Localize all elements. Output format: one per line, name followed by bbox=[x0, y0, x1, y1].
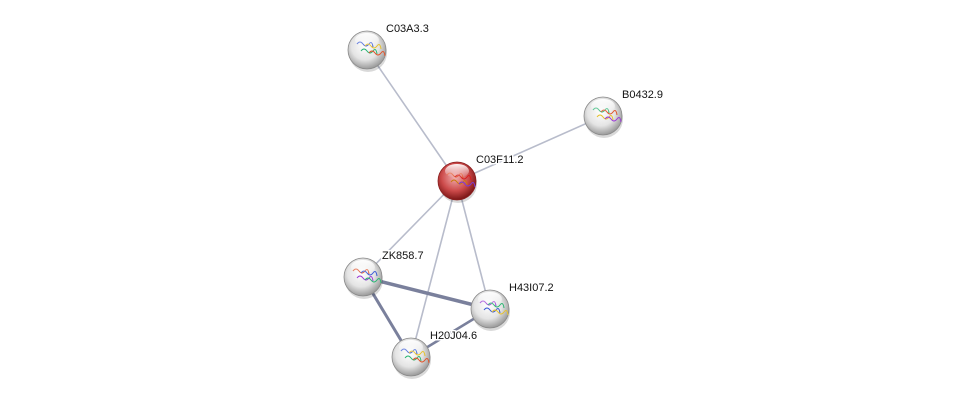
node-label: ZK858.7 bbox=[382, 250, 424, 262]
protein-structure-icon bbox=[491, 309, 509, 316]
node-H43I07.2[interactable]: H43I07.2 bbox=[470, 281, 555, 331]
edge-ZK858.7-H43I07.2[interactable] bbox=[362, 275, 491, 311]
edge-C03F11.2-H43I07.2[interactable] bbox=[456, 180, 491, 310]
node-label: C03A3.3 bbox=[386, 23, 429, 35]
edge-C03F11.2-H20J04.6[interactable] bbox=[410, 180, 458, 358]
node-label: B0432.9 bbox=[622, 89, 663, 101]
protein-structure-icon bbox=[368, 50, 386, 57]
protein-structure-icon bbox=[364, 277, 382, 284]
protein-structure-icon bbox=[596, 114, 614, 121]
protein-structure-icon bbox=[604, 116, 622, 123]
node-H20J04.6[interactable]: H20J04.6 bbox=[391, 329, 479, 379]
node-C03A3.3[interactable]: C03A3.3 bbox=[347, 22, 430, 72]
protein-structure-icon bbox=[458, 181, 476, 188]
node-B0432.9[interactable]: B0432.9 bbox=[583, 88, 664, 138]
protein-structure-icon bbox=[404, 355, 422, 362]
protein-structure-icon bbox=[412, 357, 430, 364]
node-label: H43I07.2 bbox=[509, 282, 554, 294]
protein-structure-icon bbox=[483, 307, 501, 314]
protein-structure-icon bbox=[356, 275, 374, 282]
node-C03F11.2[interactable]: C03F11.2 bbox=[437, 153, 525, 203]
protein-structure-icon bbox=[450, 179, 468, 186]
node-label: C03F11.2 bbox=[476, 154, 524, 166]
edge-C03A3.3-C03F11.2[interactable] bbox=[366, 49, 458, 182]
node-ZK858.7[interactable]: ZK858.7 bbox=[343, 249, 425, 299]
node-label: H20J04.6 bbox=[430, 330, 477, 342]
edge-C03F11.2-ZK858.7[interactable] bbox=[362, 180, 458, 278]
protein-structure-icon bbox=[360, 48, 378, 55]
edge-B0432.9-C03F11.2[interactable] bbox=[456, 115, 604, 182]
